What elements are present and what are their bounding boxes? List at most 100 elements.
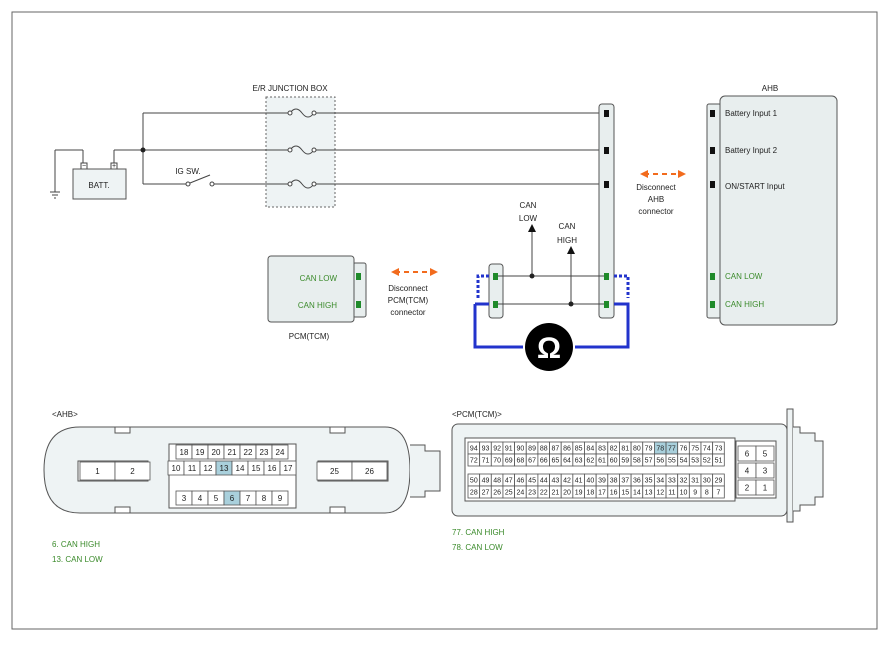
connector-pin-4: 4 bbox=[737, 462, 757, 479]
svg-text:10: 10 bbox=[680, 489, 688, 496]
svg-text:55: 55 bbox=[668, 457, 676, 464]
svg-text:24: 24 bbox=[276, 448, 285, 457]
connector-pin-14: 14 bbox=[630, 485, 644, 499]
ahb-on-start-input: ON/START Input bbox=[725, 182, 785, 191]
connector-pin-34: 34 bbox=[654, 473, 667, 487]
connector-pin-68: 68 bbox=[514, 453, 527, 467]
svg-text:28: 28 bbox=[470, 489, 478, 496]
connector-pin-15: 15 bbox=[247, 460, 265, 476]
connector-pin-65: 65 bbox=[549, 453, 562, 467]
svg-text:50: 50 bbox=[470, 477, 478, 484]
connector-pin-12: 12 bbox=[654, 485, 667, 499]
svg-text:36: 36 bbox=[633, 477, 641, 484]
svg-text:39: 39 bbox=[598, 477, 606, 484]
connector-pin-24: 24 bbox=[514, 485, 527, 499]
svg-text:15: 15 bbox=[621, 489, 629, 496]
fuse-terminals bbox=[287, 110, 317, 187]
svg-text:24: 24 bbox=[517, 489, 525, 496]
svg-text:45: 45 bbox=[528, 477, 536, 484]
svg-text:14: 14 bbox=[236, 464, 245, 473]
svg-text:43: 43 bbox=[551, 477, 559, 484]
connector-pin-37: 37 bbox=[619, 473, 632, 487]
connector-pin-9: 9 bbox=[271, 490, 289, 506]
svg-text:5: 5 bbox=[214, 494, 219, 503]
svg-text:12: 12 bbox=[656, 489, 664, 496]
svg-text:11: 11 bbox=[188, 464, 197, 473]
svg-text:62: 62 bbox=[586, 457, 594, 464]
connector-pin-11: 11 bbox=[183, 460, 201, 476]
connector-pin-51: 51 bbox=[712, 453, 725, 467]
svg-text:16: 16 bbox=[268, 464, 277, 473]
connector-pin-6: 6 bbox=[223, 490, 241, 506]
svg-text:54: 54 bbox=[680, 457, 688, 464]
svg-text:44: 44 bbox=[540, 477, 548, 484]
pcm-harness-connector bbox=[488, 263, 504, 319]
connector-pin-90: 90 bbox=[514, 441, 527, 455]
svg-text:67: 67 bbox=[528, 457, 536, 464]
connector-pin-54: 54 bbox=[677, 453, 690, 467]
junction-box bbox=[265, 96, 336, 208]
svg-text:33: 33 bbox=[668, 477, 676, 484]
disconnect-pcm-line-3: connector bbox=[390, 308, 425, 317]
connector-pin-77: 77 bbox=[665, 441, 679, 455]
svg-text:23: 23 bbox=[260, 448, 269, 457]
svg-text:70: 70 bbox=[493, 457, 501, 464]
connector-pin-27: 27 bbox=[479, 485, 492, 499]
svg-text:72: 72 bbox=[470, 457, 478, 464]
svg-text:23: 23 bbox=[528, 489, 536, 496]
svg-text:42: 42 bbox=[563, 477, 571, 484]
connector-pin-53: 53 bbox=[688, 453, 702, 467]
connector-pin-23: 23 bbox=[255, 444, 273, 460]
connector-pin-32: 32 bbox=[677, 473, 690, 487]
svg-text:26: 26 bbox=[365, 467, 374, 476]
svg-text:53: 53 bbox=[691, 457, 699, 464]
connector-pin-91: 91 bbox=[502, 441, 516, 455]
svg-text:87: 87 bbox=[551, 445, 559, 452]
svg-text:11: 11 bbox=[668, 489, 675, 496]
svg-text:57: 57 bbox=[645, 457, 653, 464]
connector-pin-21: 21 bbox=[223, 444, 241, 460]
svg-text:9: 9 bbox=[693, 489, 697, 496]
connector-pin-5: 5 bbox=[207, 490, 225, 506]
disconnect-ahb-line-1: Disconnect bbox=[636, 183, 676, 192]
connector-pin-45: 45 bbox=[525, 473, 539, 487]
svg-text:14: 14 bbox=[633, 489, 641, 496]
connector-pin-26: 26 bbox=[490, 485, 504, 499]
svg-text:73: 73 bbox=[715, 445, 723, 452]
pcm-legend-can-low: 78. CAN LOW bbox=[452, 543, 503, 552]
wire-junction-dots bbox=[140, 147, 146, 153]
connector-pin-85: 85 bbox=[572, 441, 585, 455]
connector-pin-28: 28 bbox=[467, 485, 481, 499]
svg-text:49: 49 bbox=[482, 477, 490, 484]
svg-text:10: 10 bbox=[172, 464, 181, 473]
connector-pin-20: 20 bbox=[207, 444, 225, 460]
can-high-arrow bbox=[567, 246, 575, 254]
ahb-battery-input-1: Battery Input 1 bbox=[725, 109, 778, 118]
svg-text:82: 82 bbox=[610, 445, 618, 452]
svg-text:60: 60 bbox=[610, 457, 618, 464]
svg-text:21: 21 bbox=[551, 489, 559, 496]
svg-text:7: 7 bbox=[246, 494, 251, 503]
connector-pin-16: 16 bbox=[607, 485, 620, 499]
pcm-module-caption: PCM(TCM) bbox=[289, 332, 330, 341]
connector-pin-20: 20 bbox=[560, 485, 574, 499]
double-arrow-icon bbox=[391, 268, 438, 276]
svg-text:93: 93 bbox=[482, 445, 490, 452]
pcm-legend-can-high: 77. CAN HIGH bbox=[452, 528, 505, 537]
svg-text:26: 26 bbox=[493, 489, 501, 496]
svg-text:90: 90 bbox=[517, 445, 525, 452]
connector-pin-7: 7 bbox=[712, 485, 725, 499]
svg-text:19: 19 bbox=[196, 448, 205, 457]
double-arrow-icon bbox=[640, 170, 686, 178]
disconnect-ahb-line-3: connector bbox=[638, 207, 673, 216]
connector-pin-8: 8 bbox=[255, 490, 273, 506]
svg-text:80: 80 bbox=[633, 445, 641, 452]
connector-pin-17: 17 bbox=[279, 460, 297, 476]
connector-pin-64: 64 bbox=[560, 453, 574, 467]
svg-text:79: 79 bbox=[645, 445, 653, 452]
connector-pin-7: 7 bbox=[239, 490, 257, 506]
connector-pin-4: 4 bbox=[191, 490, 209, 506]
connector-pin-67: 67 bbox=[525, 453, 539, 467]
